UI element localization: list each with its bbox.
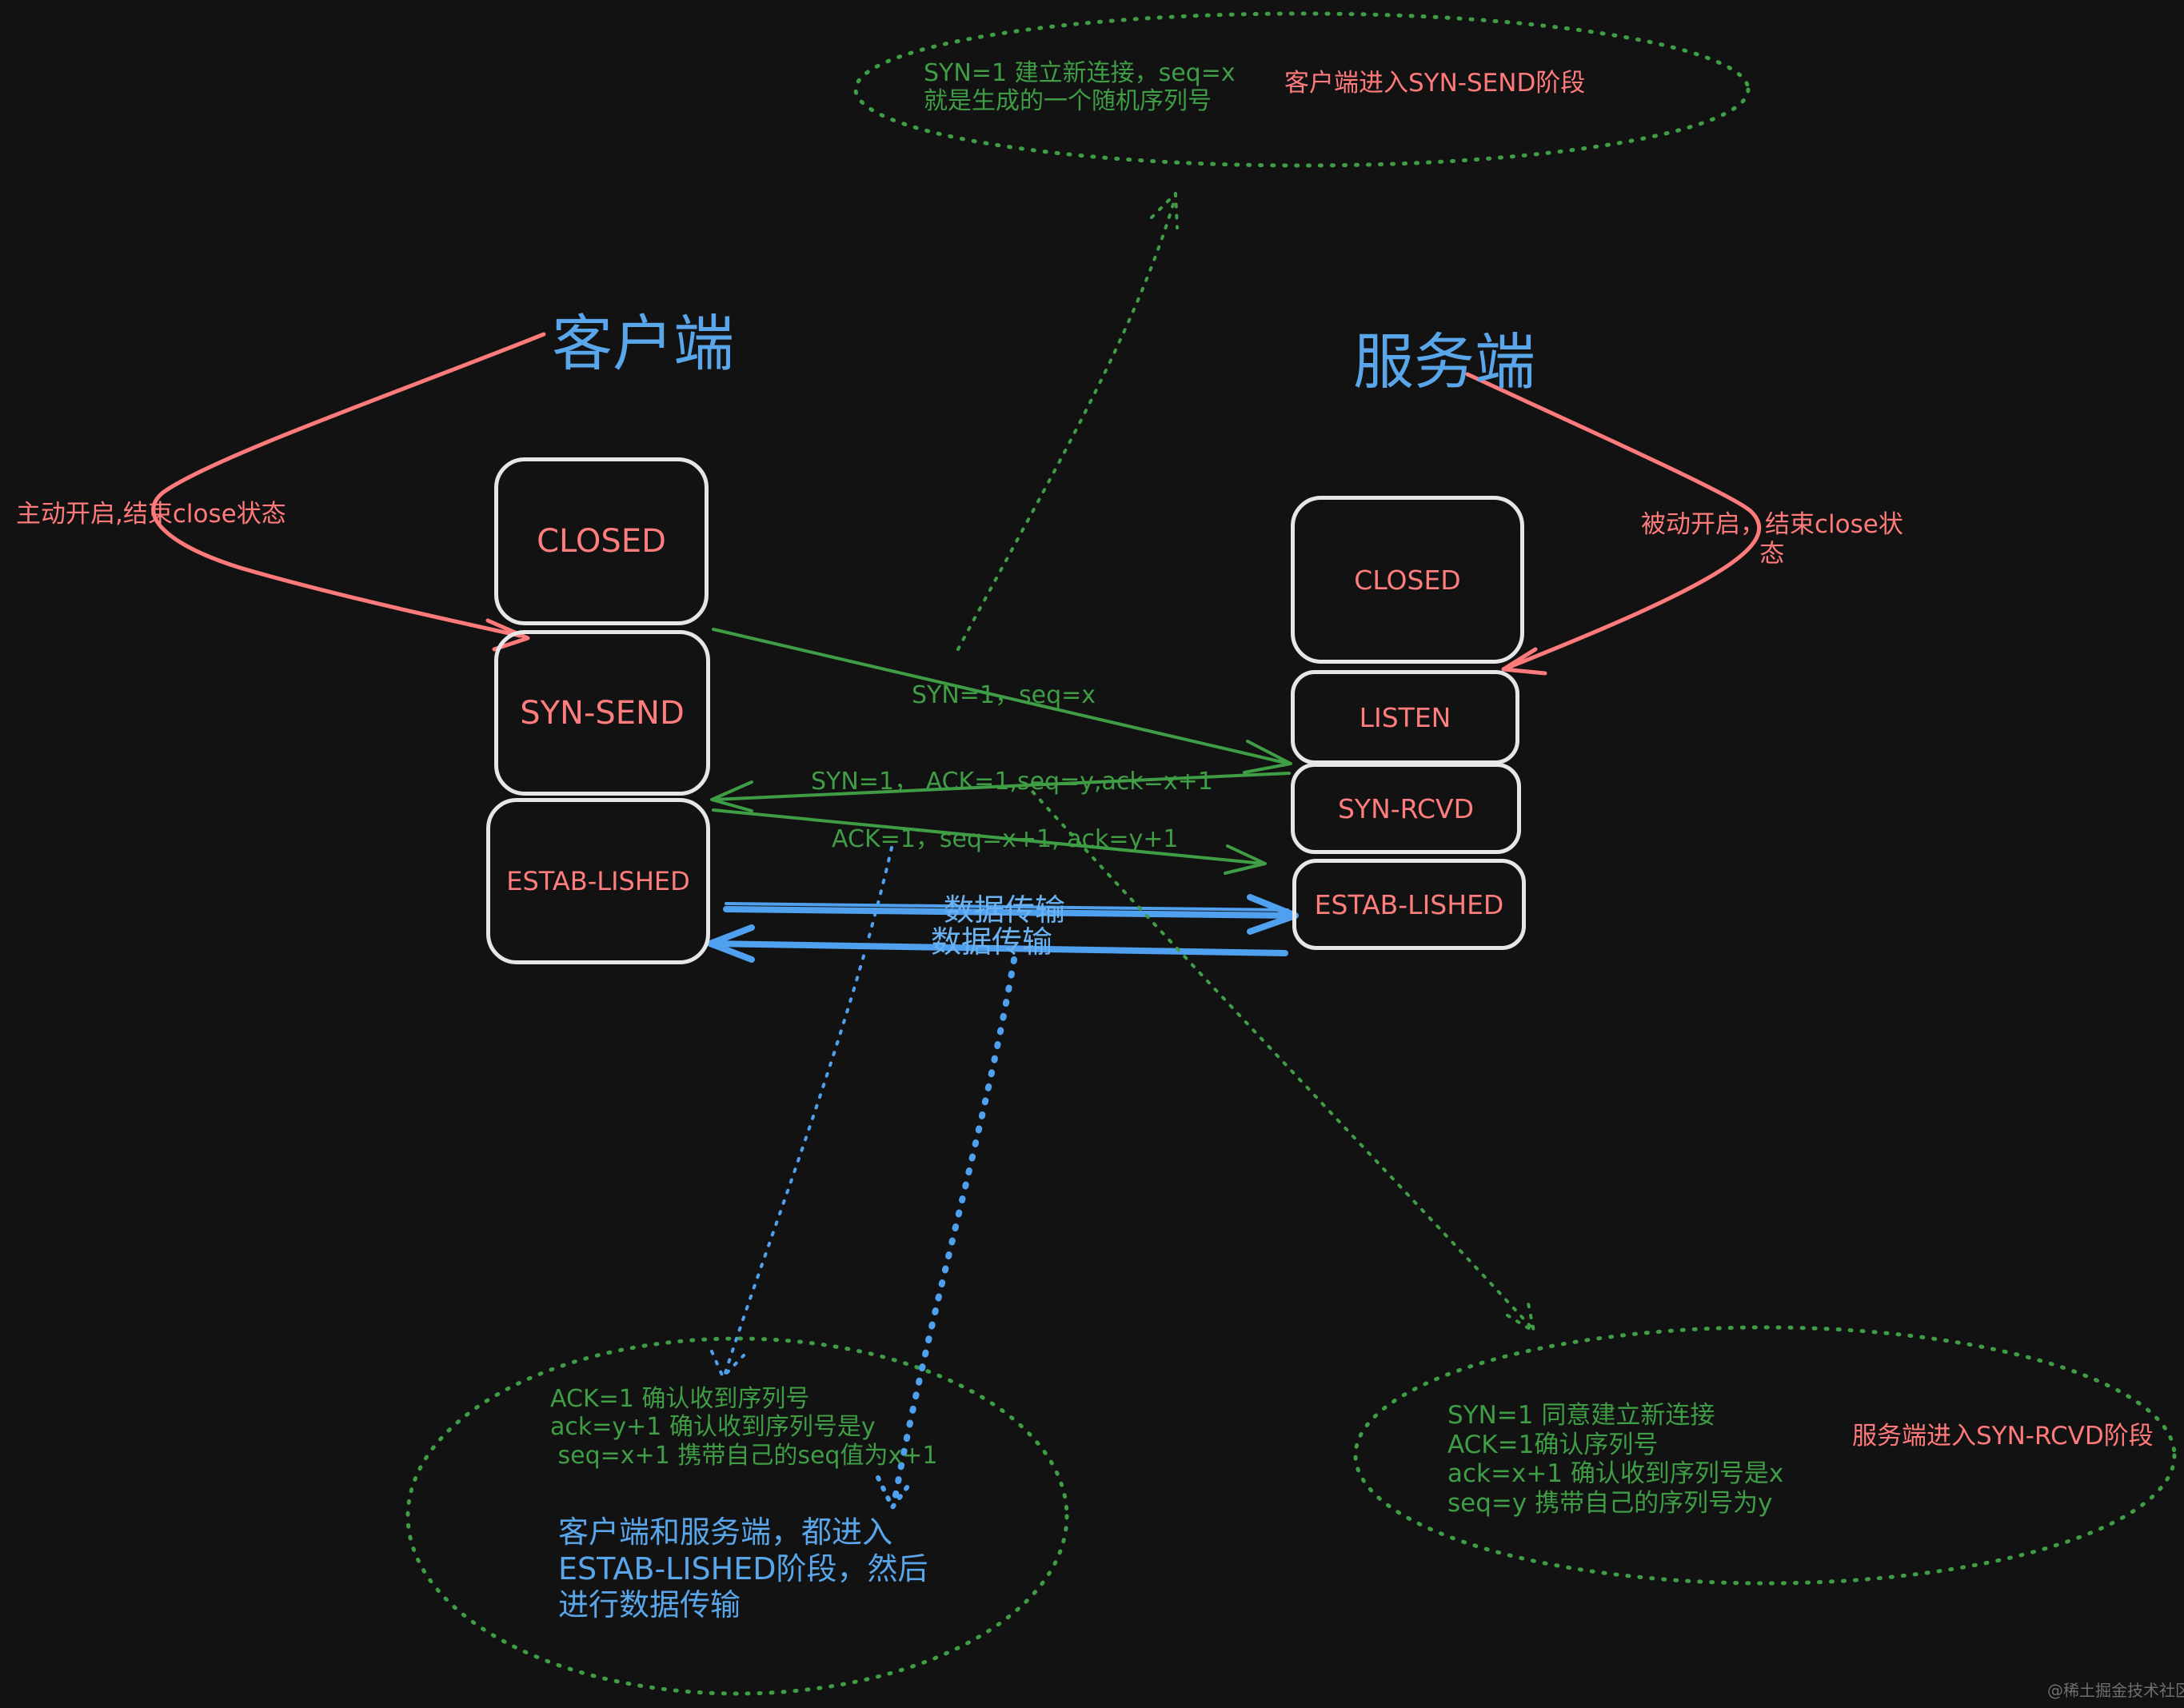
synack-label: SYN=1， ACK=1,seq=y,ack=x+1 [811, 768, 1213, 796]
syn-arrow-head [1243, 740, 1292, 774]
client-open-note: 主动开启,结束close状态 [16, 500, 286, 529]
callout-syn-arrow [956, 194, 1177, 651]
data-transfer-arrow-left [709, 940, 1288, 956]
server-title: 服务端 [1353, 326, 1535, 397]
server-state-listen-label: LISTEN [1359, 701, 1451, 733]
callout-synack-arrowhead [1506, 1298, 1535, 1333]
callout-ack-arrowhead [710, 1350, 745, 1379]
server-state-syn-rcvd: SYN-RCVD [1291, 763, 1521, 854]
data-transfer-arrow-right-2 [725, 902, 1289, 912]
note-ellipse-bottom-left [405, 1336, 1069, 1696]
client-state-closed-label: CLOSED [537, 523, 666, 560]
server-state-established: ESTAB-LISHED [1292, 859, 1526, 950]
server-open-note: 被动开启，结束close状 态 [1641, 510, 1903, 569]
callout-data-arrow [891, 956, 1017, 1506]
note-synack-text: SYN=1 同意建立新连接 ACK=1确认序列号 ack=x+1 确认收到序列号… [1447, 1401, 1784, 1518]
syn-label: SYN=1，seq=x [912, 681, 1096, 709]
note-synack-state: 服务端进入SYN-RCVD阶段 [1852, 1422, 2154, 1451]
note-syn-text: SYN=1 建立新连接，seq=x 就是生成的一个随机序列号 [924, 59, 1236, 116]
ack-arrow-line [712, 808, 1265, 865]
synack-arrow-line [712, 772, 1291, 801]
server-state-listen: LISTEN [1291, 670, 1519, 764]
ack-arrow-head [1224, 844, 1267, 875]
server-open-arrowhead [1501, 647, 1547, 676]
client-state-syn-send: SYN-SEND [494, 630, 710, 796]
server-open-arrow [1465, 372, 1762, 670]
ack-label: ACK=1，seq=x+1, ack=y+1 [832, 825, 1179, 853]
syn-arrow-line [712, 628, 1291, 765]
data-transfer-label-right: 数据传输 [944, 892, 1066, 928]
note-established-text: 客户端和服务端，都进入 ESTAB-LISHED阶段，然后 进行数据传输 [558, 1514, 928, 1623]
synack-arrow-head [710, 780, 753, 812]
client-state-established-label: ESTAB-LISHED [506, 866, 690, 896]
server-state-closed-label: CLOSED [1354, 564, 1461, 596]
client-state-closed: CLOSED [494, 457, 709, 625]
note-ellipse-bottom-right [1353, 1325, 2177, 1586]
client-state-established: ESTAB-LISHED [486, 798, 710, 964]
callout-data-arrowhead [876, 1475, 914, 1510]
callout-syn-arrowhead [1150, 192, 1179, 229]
watermark: @稀土掘金技术社区 [2047, 1681, 2184, 1700]
server-state-closed: CLOSED [1291, 496, 1524, 664]
client-title: 客户端 [552, 308, 734, 379]
note-ellipse-top [853, 11, 1751, 168]
data-transfer-arrow-right [723, 906, 1297, 919]
data-transfer-arrow-left-head [707, 924, 755, 963]
server-state-established-label: ESTAB-LISHED [1314, 888, 1504, 920]
note-syn-state: 客户端进入SYN-SEND阶段 [1284, 69, 1586, 98]
note-ack-text: ACK=1 确认收到序列号 ack=y+1 确认收到序列号是y seq=x+1 … [550, 1385, 938, 1470]
callout-synack-arrow [1024, 782, 1533, 1329]
data-transfer-label-left: 数据传输 [931, 924, 1053, 960]
client-state-syn-send-label: SYN-SEND [520, 694, 685, 732]
server-state-syn-rcvd-label: SYN-RCVD [1337, 792, 1474, 824]
client-open-arrow [151, 332, 546, 638]
